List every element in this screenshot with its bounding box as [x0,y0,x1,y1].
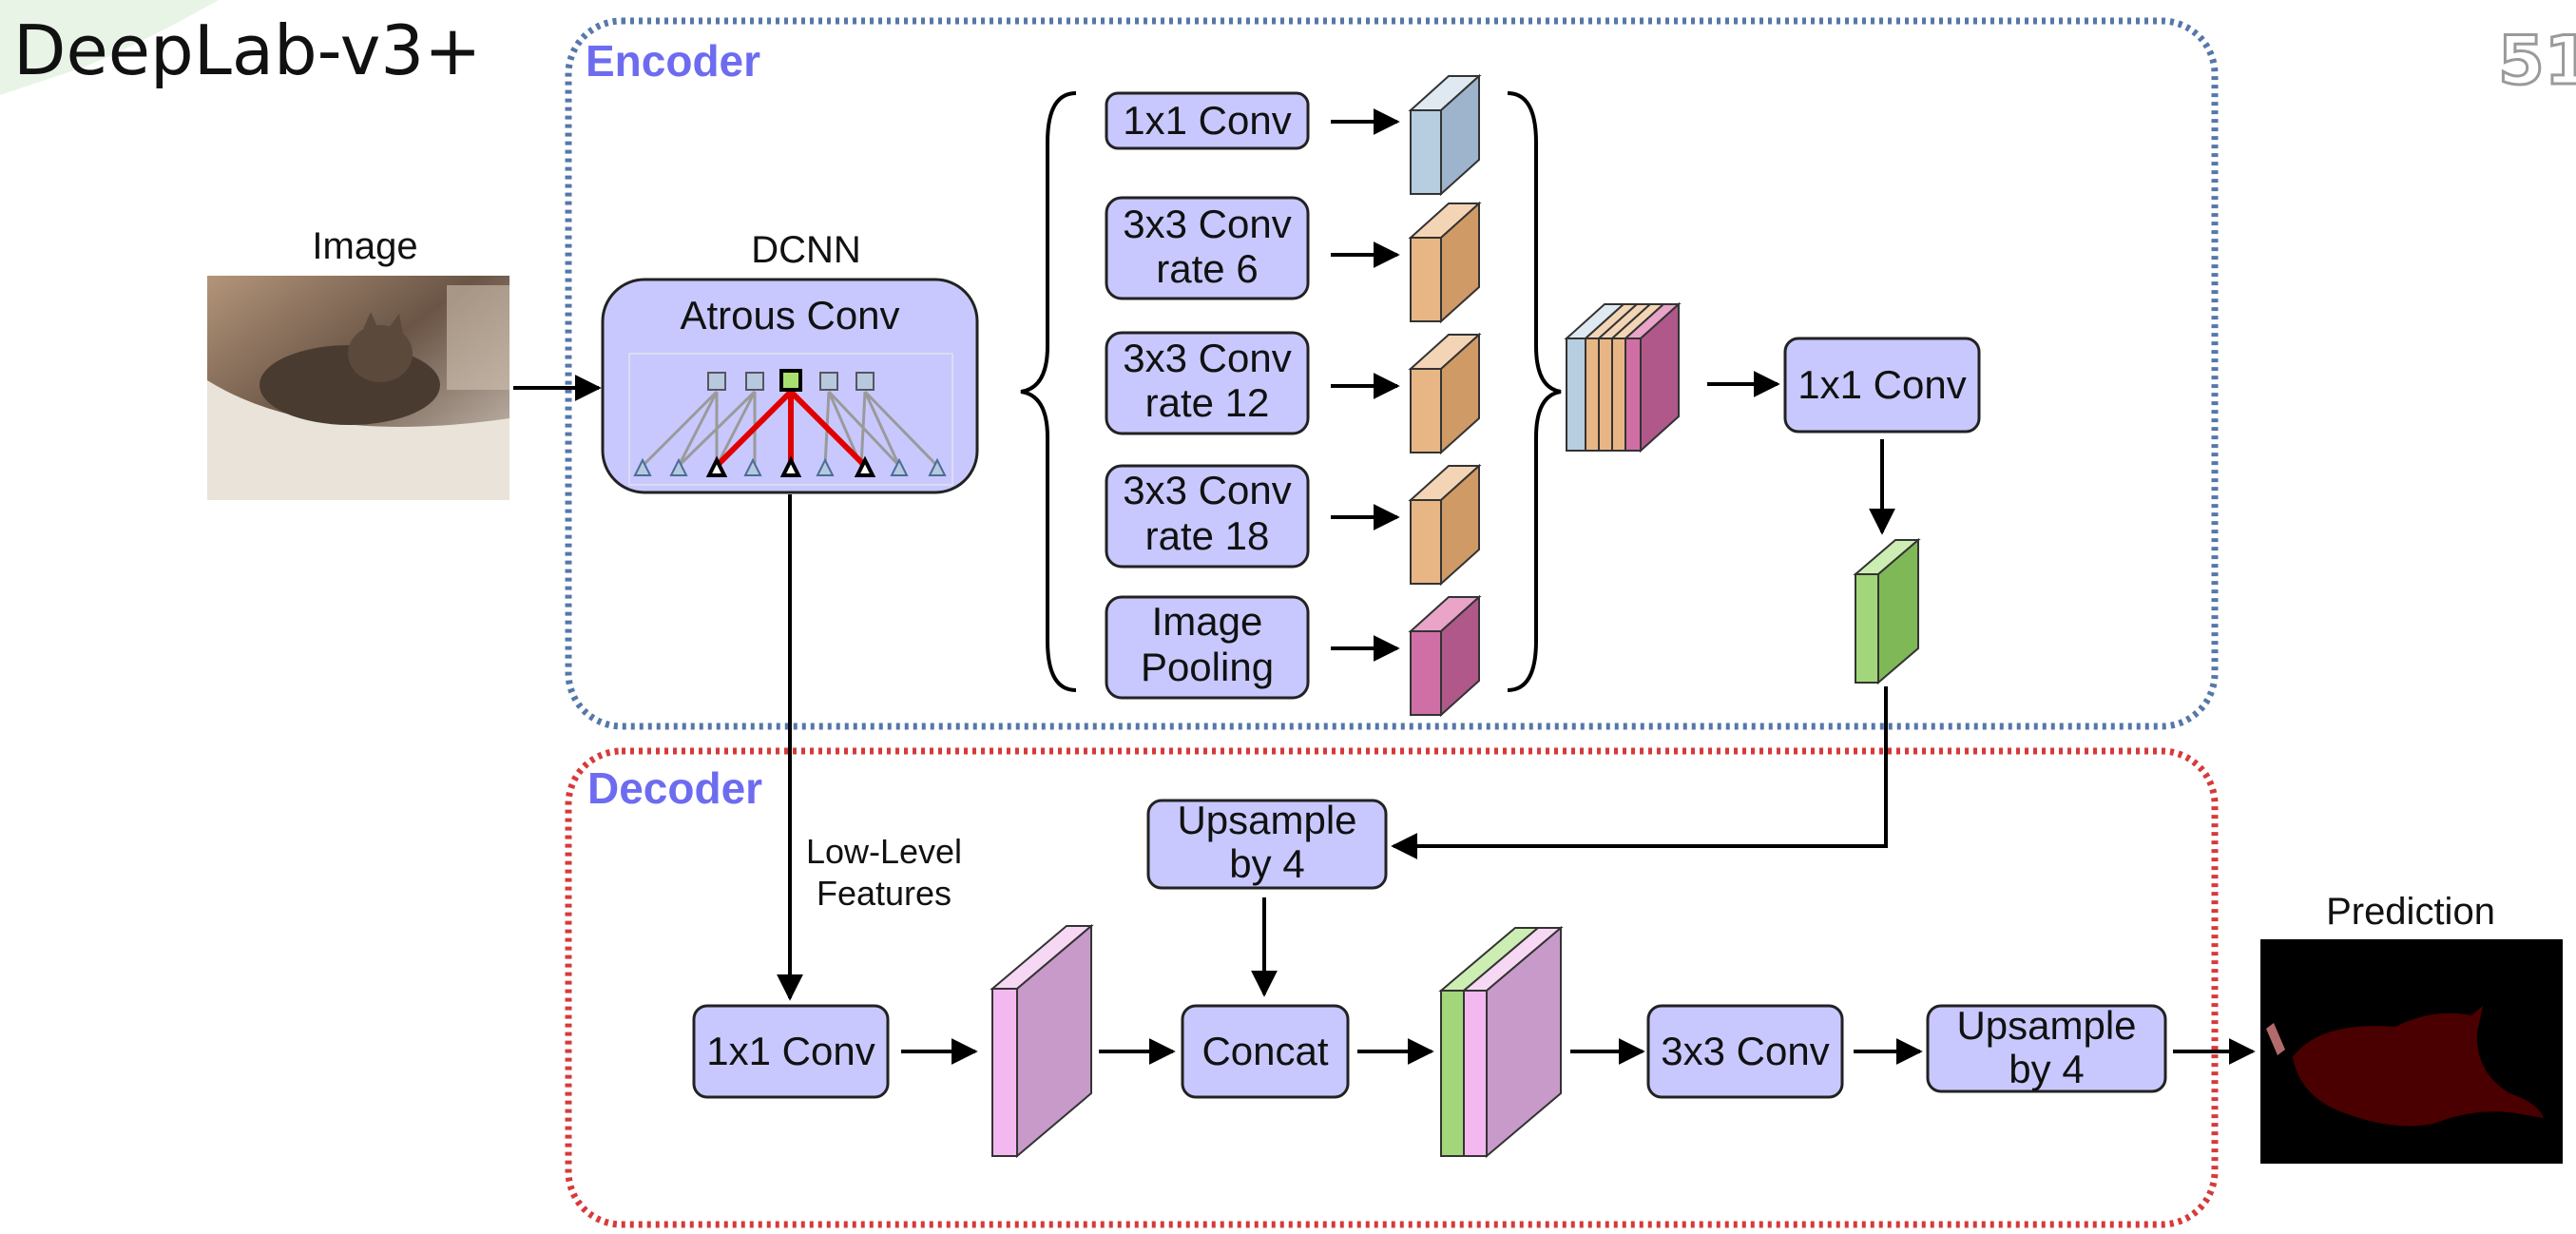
corner-decoration [0,0,219,95]
decoder-3x3-conv-box [1646,1004,1844,1099]
aspp-rate18-line1: 3x3 Conv [1123,468,1291,512]
watermark: 51 [2498,22,2576,100]
encoder-frame [565,17,2219,730]
aspp-rate18-line2: rate 18 [1145,513,1270,558]
dcnn-label: DCNN [751,229,861,271]
left-brace [1020,91,1077,692]
concat-text: Concat [1201,1029,1328,1073]
low-level-feature-map [990,923,1094,1159]
aspp-rate12-line2: rate 12 [1145,380,1270,425]
aspp-arrows [1331,108,1400,662]
upsample-2-line2: by 4 [2009,1047,2084,1091]
image-pooling-box [1105,595,1310,700]
upsample-box-2 [1926,1004,2167,1093]
feature-map-rate18 [1408,463,1482,587]
concat-feature-map [1438,925,1564,1159]
arrow-encoder-to-upsample [1391,686,1888,859]
image-label: Image [312,225,417,267]
feature-map-rate6 [1408,201,1482,324]
aspp-rate6-line1: 3x3 Conv [1123,202,1291,246]
concat-box [1181,1004,1350,1099]
aspp-rate6-line2: rate 6 [1156,246,1258,291]
low-level-label-line2: Features [817,874,952,913]
aspp-1x1-conv-box [1105,91,1310,150]
decoder-1x1-conv-box [692,1004,890,1099]
feature-map-pooling [1408,594,1482,718]
upsample-1-line2: by 4 [1229,841,1304,886]
slide-title: DeepLab-v3+ [13,10,481,90]
upsample-1-line1: Upsample [1177,798,1356,842]
image-pooling-line2: Pooling [1141,645,1274,689]
atrous-conv-illustration [628,353,953,486]
aspp-1x1-conv-text: 1x1 Conv [1123,98,1291,143]
decoder-label: Decoder [587,763,762,813]
low-level-label-line1: Low-Level [806,832,962,871]
aspp-rate12-line1: 3x3 Conv [1123,336,1291,380]
upsample-box-1 [1146,799,1388,890]
decoder-3x3-conv-text: 3x3 Conv [1661,1029,1829,1073]
feature-map-rate12 [1408,332,1482,455]
encoder-label: Encoder [586,36,760,86]
feature-stack-concat [1564,301,1682,453]
decoder-1x1-conv-text: 1x1 Conv [706,1029,875,1073]
prediction-image [2260,939,2563,1164]
encoder-output-feature [1853,537,1921,685]
upsample-2-line1: Upsample [1956,1003,2136,1048]
decoder-frame [565,747,2219,1228]
feature-map-1x1 [1408,73,1482,197]
input-image [207,276,509,500]
aspp-rate18-box [1105,464,1310,569]
prediction-label: Prediction [2326,891,2495,933]
image-pooling-line1: Image [1152,599,1263,644]
atrous-conv-text: Atrous Conv [680,293,899,337]
encoder-1x1-conv-text: 1x1 Conv [1797,362,1966,407]
encoder-1x1-conv-box [1783,337,1981,434]
aspp-rate6-box [1105,196,1310,300]
right-brace [1507,91,1562,692]
aspp-rate12-box [1105,331,1310,435]
